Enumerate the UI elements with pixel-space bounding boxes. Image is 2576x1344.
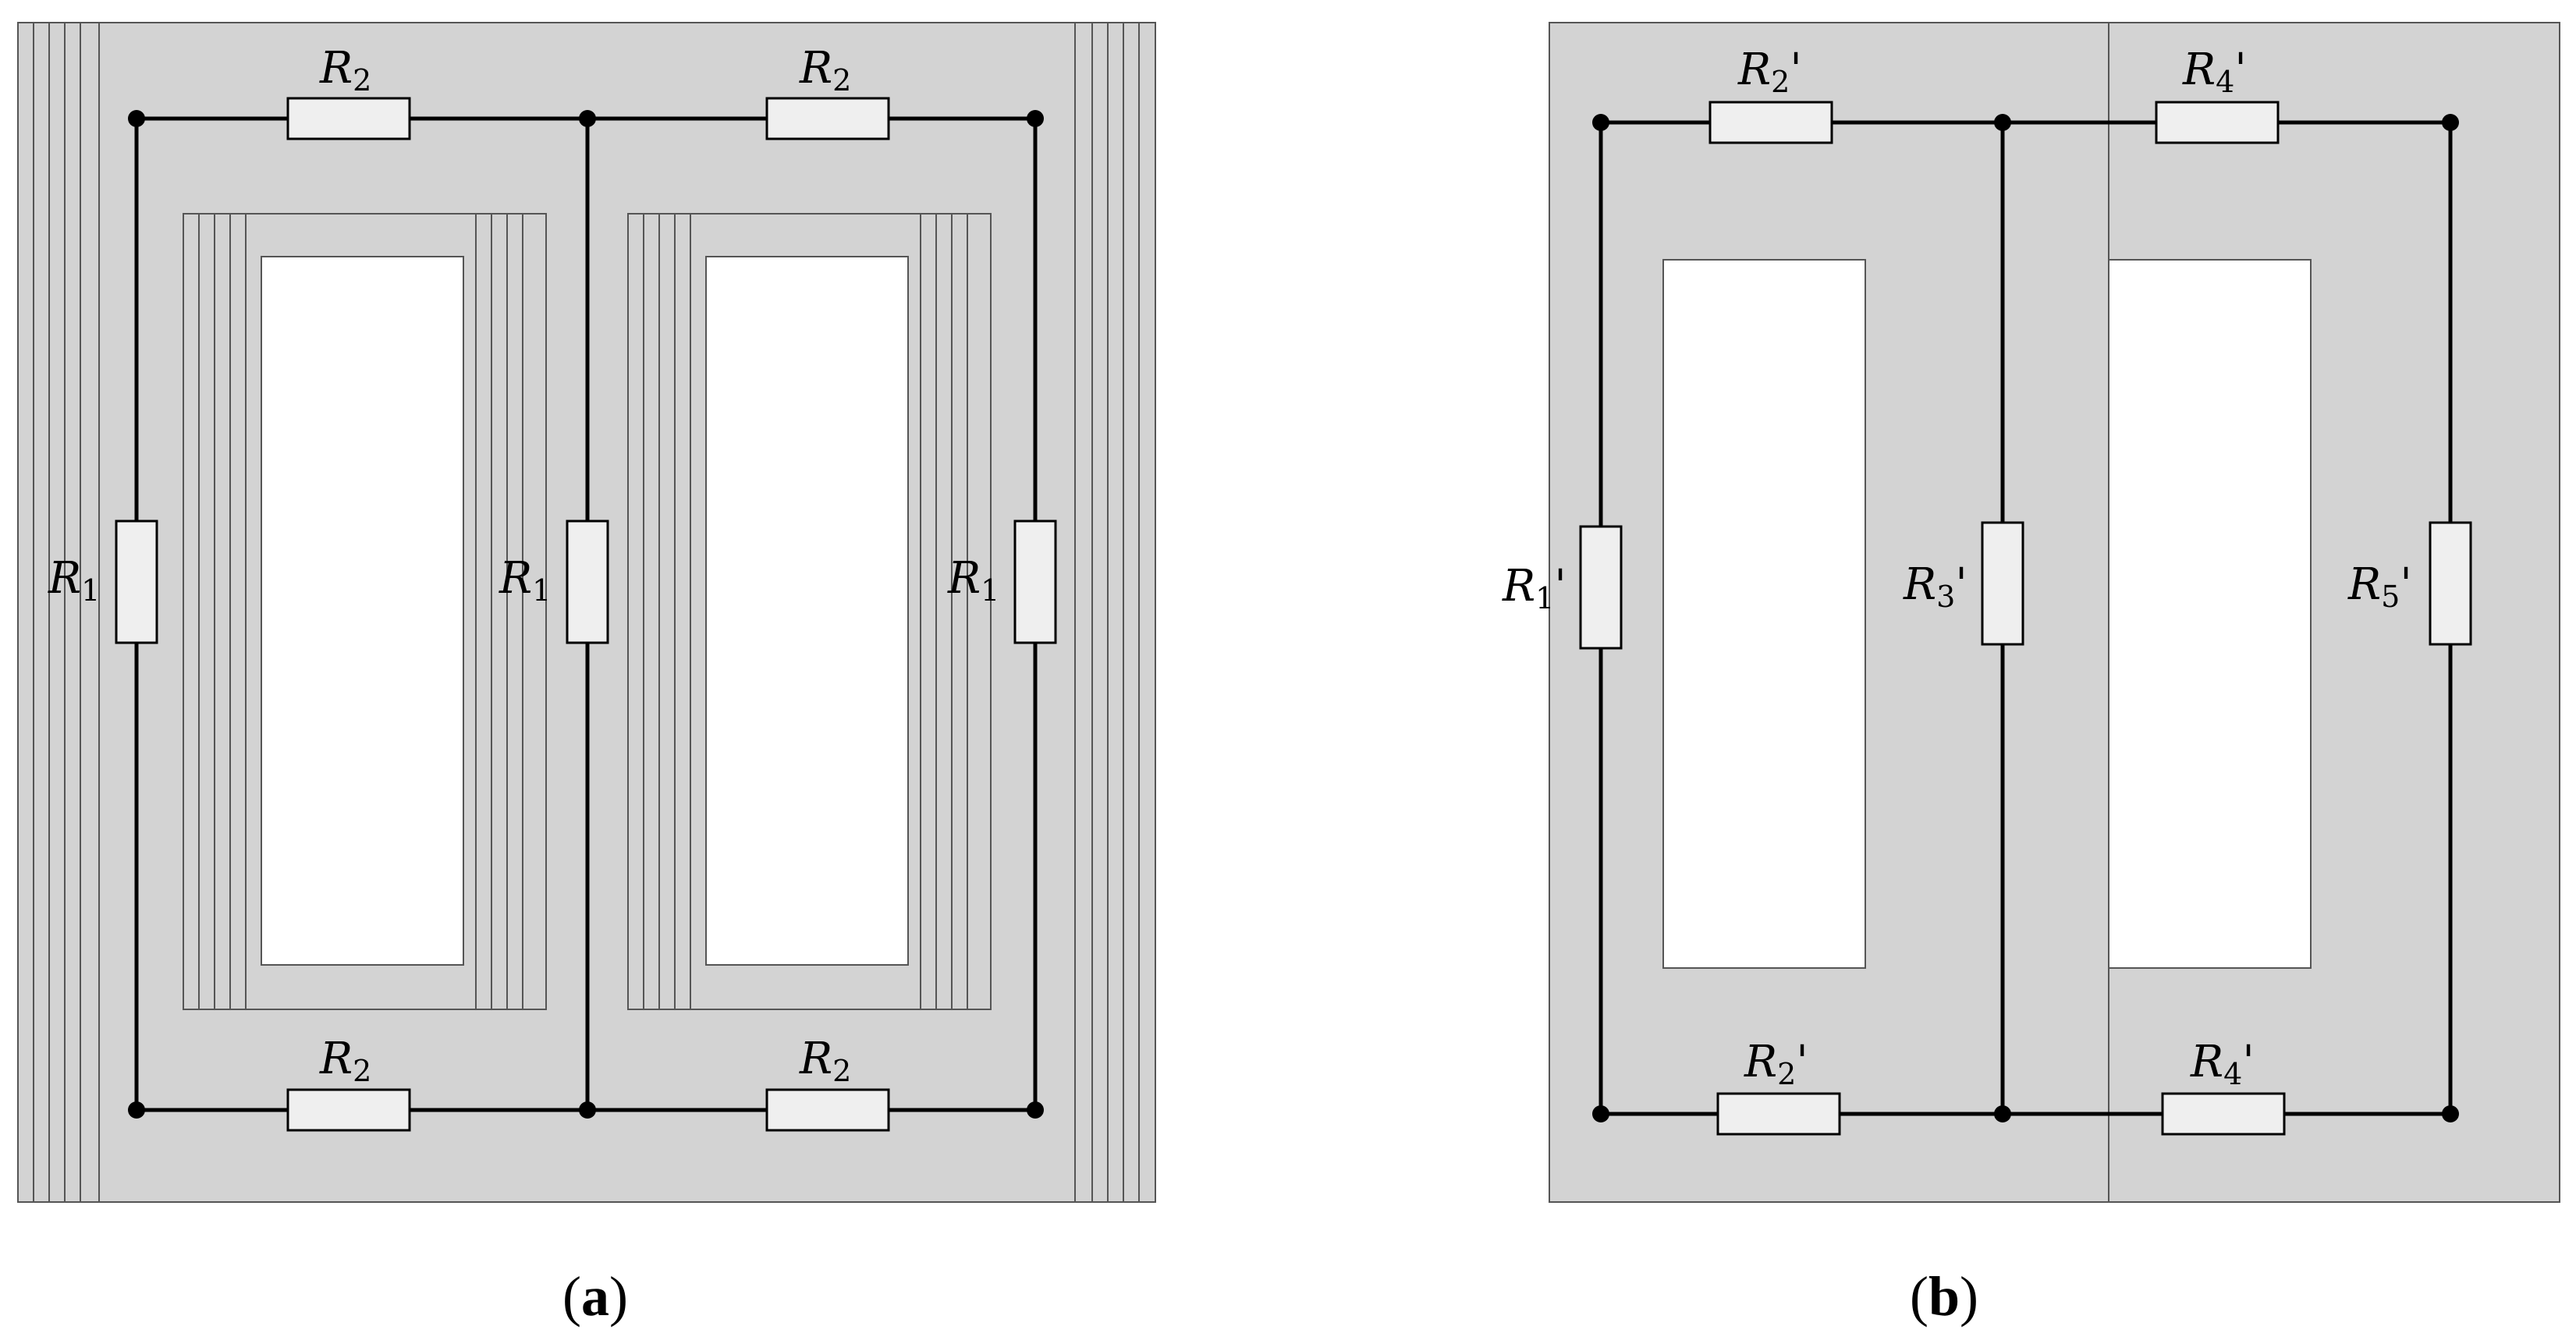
junction-nodes-a: [128, 110, 1044, 1119]
lamination-lines-outer-left: [33, 23, 100, 1202]
resistor-right-a: [1013, 520, 1057, 644]
window-right-b: [2108, 259, 2312, 969]
node: [128, 110, 145, 127]
window-left-a: [183, 213, 547, 1010]
panel-caption-b: (b): [1910, 1265, 1978, 1328]
resistor-top-left-a: [286, 97, 411, 140]
resistor-left-a: [115, 520, 158, 644]
node: [579, 1101, 596, 1119]
resistor-label: R1: [947, 553, 999, 608]
resistor-label: R5': [2347, 559, 2412, 614]
resistor-top-right-a: [765, 97, 890, 140]
node: [1027, 1101, 1044, 1119]
resistor-bottom-left-a: [286, 1088, 411, 1132]
resistor-label: R2: [799, 1034, 851, 1088]
node: [1592, 1105, 1609, 1122]
node: [1592, 114, 1609, 131]
labels-a: R2 R2 R2 R2 R1 R1 R1: [48, 43, 999, 1088]
resistor-label: R3': [1903, 559, 1967, 614]
resistor-top-right-b: [2155, 101, 2280, 144]
resistor-label: R2: [799, 43, 851, 98]
resistor-label: R1': [1502, 561, 1567, 615]
resistor-bottom-right-a: [765, 1088, 890, 1132]
node: [1027, 110, 1044, 127]
node: [1994, 1105, 2011, 1122]
resistor-top-left-b: [1708, 101, 1833, 144]
resistor-label: R2': [1737, 44, 1802, 99]
node: [579, 110, 596, 127]
resistor-label: R1: [48, 553, 100, 608]
panel-caption-a: (a): [562, 1265, 628, 1328]
resistor-label: R4': [2190, 1037, 2255, 1091]
labels-b: R2' R4' R2' R4' R1' R3' R5': [1502, 44, 2412, 1091]
window-right-a: [627, 213, 992, 1010]
node: [2442, 114, 2459, 131]
resistor-label: R2: [319, 1034, 371, 1088]
resistor-label: R1: [499, 553, 551, 608]
resistor-bottom-right-b: [2161, 1092, 2286, 1136]
junction-nodes-b: [1592, 114, 2459, 1122]
lamination-lines-outer-right: [1074, 23, 1140, 1202]
resistor-label: R2': [1744, 1037, 1808, 1091]
node: [1994, 114, 2011, 131]
resistor-left-b: [1579, 525, 1623, 650]
resistor-center-b: [1981, 521, 2024, 646]
node: [2442, 1105, 2459, 1122]
resistors-a: [115, 97, 1057, 1132]
resistors-b: [1579, 101, 2472, 1136]
node: [128, 1101, 145, 1119]
resistor-label: R4': [2182, 44, 2247, 99]
resistor-label: R2: [319, 43, 371, 98]
resistor-bottom-left-b: [1716, 1092, 1841, 1136]
panel-b: R2' R4' R2' R4' R1' R3' R5' (b): [1502, 22, 2560, 1328]
resistor-right-b: [2429, 521, 2472, 646]
panel-a: R2 R2 R2 R2 R1 R1 R1 (a): [17, 22, 1156, 1328]
window-left-b: [1662, 259, 1866, 969]
resistor-center-a: [566, 520, 609, 644]
